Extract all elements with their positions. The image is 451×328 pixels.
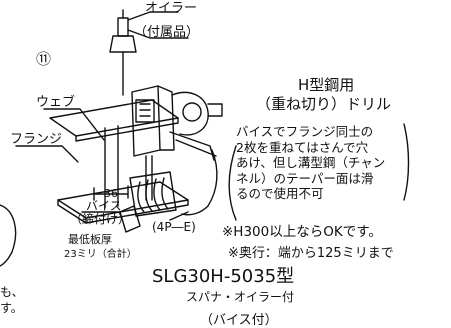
edge-text-1: も、 [0, 285, 24, 299]
item-number-badge: ⑪ [36, 50, 52, 68]
note-line: バイスでフランジ同士の [236, 124, 374, 139]
heading-line-1: H型鋼用 [298, 76, 355, 94]
remark-depth: ※奥行：端から125ミリまで [228, 246, 394, 261]
part-code: (4P―E) [152, 220, 196, 234]
oiler-included-label: （付属品） [134, 25, 200, 40]
note-line: あけ、但し溝型鋼（チャン [236, 155, 386, 170]
dimension-36: 36 [104, 187, 118, 200]
clamp-label: （締付け） [70, 212, 131, 226]
remark-ok: ※H300以上ならOKです。 [222, 224, 382, 240]
min-plate-label: 最低板厚 [68, 233, 112, 246]
note-line: 2枚を重ねてはさんで穴 [236, 139, 369, 155]
edge-text-2: す。 [0, 301, 23, 315]
model-cut-line: （バイス付） [200, 313, 278, 328]
model-accessories: スパナ・オイラー付 [186, 290, 295, 304]
heading-line-2: （重ね切り）ドリル [256, 95, 392, 113]
web-label: ウェブ [36, 95, 76, 110]
note-line: ネル）のテーパー面は滑 [236, 170, 374, 186]
min-plate-value: 23ミリ（合計） [64, 249, 137, 260]
vise-label: バイス [86, 199, 122, 213]
note-line: るので使用不可 [236, 186, 324, 201]
oiler-label: オイラー [145, 1, 198, 16]
flange-label: フランジ [10, 132, 63, 147]
model-name: SLG30H-5035型 [152, 266, 295, 287]
note-block: バイスでフランジ同士の 2枚を重ねてはさんで穴 あけ、但し溝型鋼（チャン ネル）… [236, 124, 386, 201]
